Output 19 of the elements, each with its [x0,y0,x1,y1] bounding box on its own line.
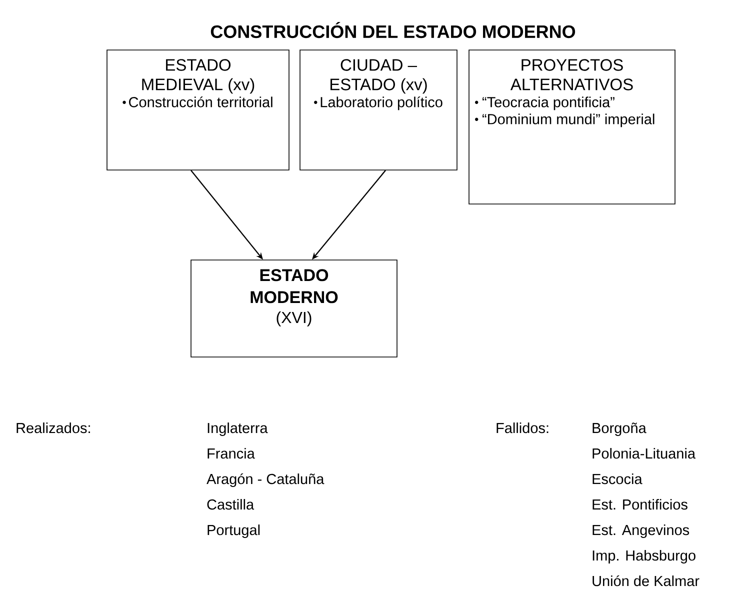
list-item: Castilla [207,499,254,510]
list-item: Escocia [592,474,642,484]
list-heading: Realizados: [16,422,90,434]
text-box: CIUDAD – ESTADO (xv) Laboratorio político [300,50,458,170]
list-item: Imp. Habsburgo [592,550,696,564]
list-item: Unión de Kalmar [592,575,700,586]
title: CONSTRUCCIÓN DEL ESTADO MODERNO [210,22,576,38]
list-item: Est. Angevinos [592,524,690,538]
list-item: Est. Pontificios [592,499,688,510]
list-heading: Fallidos: [496,422,548,434]
text-box: PROYECTOS ALTERNATIVOS “Teocracia pontificia” “Dominium mundi” imperial [468,50,676,204]
list-item: Aragón - Cataluña [206,473,324,488]
list-item: Portugal [208,524,260,538]
list-item: Borgoña [592,422,646,436]
text-box: ESTADO MEDIEVAL (xv) Construcción territorial [106,50,290,170]
list-item: Polonia-Lituania [592,448,696,459]
text-box: ESTADO MODERNO (XVI) [190,260,398,358]
list-item: Francia [208,448,255,459]
list-item: Inglaterra [208,422,268,436]
